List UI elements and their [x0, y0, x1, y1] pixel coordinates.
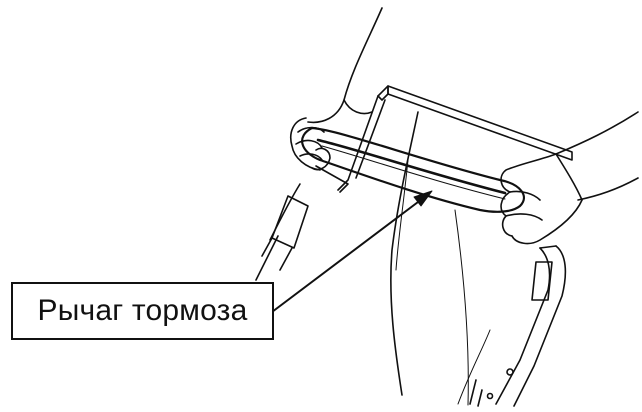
callout-label: Рычаг тормоза	[37, 294, 248, 327]
right-hand	[500, 153, 583, 245]
callout-label-box: Рычаг тормоза	[11, 282, 274, 340]
right-arm	[555, 111, 639, 201]
operator-body	[390, 111, 469, 406]
handle-bar	[301, 126, 525, 213]
left-arm	[307, 7, 383, 124]
callout-arrow	[271, 190, 433, 313]
lower-handle-rails	[457, 245, 567, 407]
control-cable-left	[255, 183, 309, 281]
left-hand	[290, 117, 331, 171]
brake-lever-frame	[315, 85, 573, 193]
